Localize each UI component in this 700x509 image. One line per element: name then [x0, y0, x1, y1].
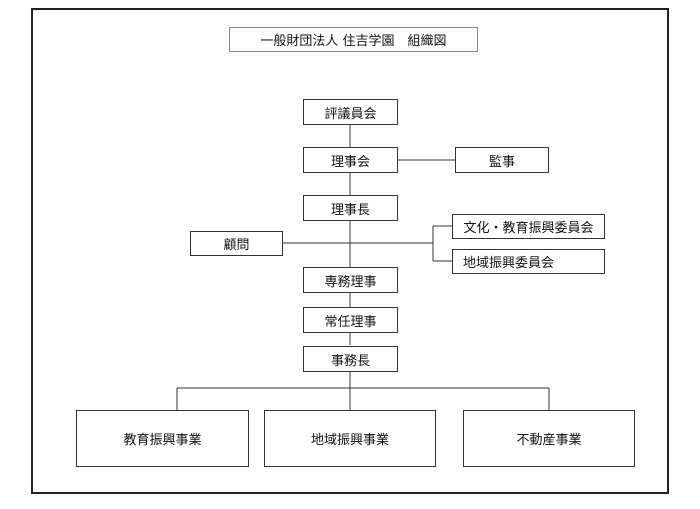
node-kanji: 監事: [455, 147, 549, 173]
node-rijicho: 理事長: [303, 195, 398, 221]
node-komon: 顧問: [190, 231, 283, 256]
node-fudosan-jigyo: 不動産事業: [463, 410, 635, 467]
diagram-frame: [31, 8, 669, 494]
node-jonin-riji: 常任理事: [303, 307, 398, 333]
node-hyogiinkai: 評議員会: [303, 99, 398, 125]
node-rijikai: 理事会: [303, 147, 398, 173]
node-bunka-committee: 文化・教育振興委員会: [452, 214, 605, 239]
node-jimucho: 事務長: [303, 346, 398, 372]
chart-title: 一般財団法人 住吉学園 組織図: [229, 27, 478, 52]
node-kyoiku-jigyo: 教育振興事業: [76, 410, 249, 467]
node-senmu-riji: 専務理事: [303, 267, 398, 293]
node-chiiki-committee: 地域振興委員会: [452, 249, 605, 274]
node-chiiki-jigyo: 地域振興事業: [264, 410, 436, 467]
